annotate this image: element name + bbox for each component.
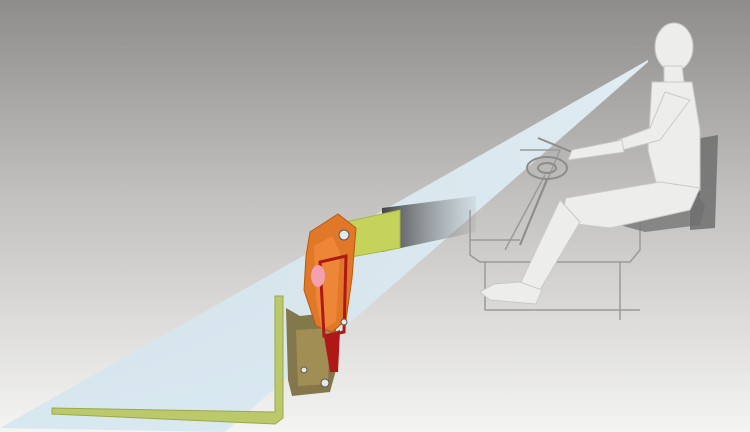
forklift-visibility-diagram [0,0,750,432]
diagram-canvas [0,0,750,432]
